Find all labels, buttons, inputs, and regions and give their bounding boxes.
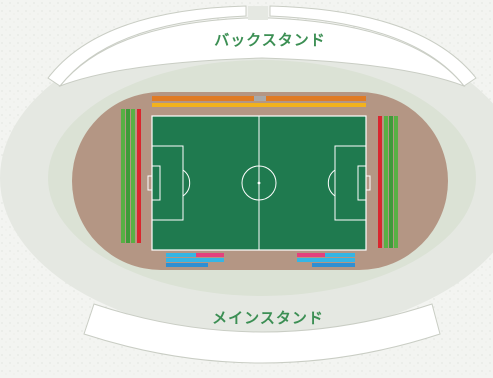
left-seat-green-2[interactable] bbox=[126, 109, 130, 243]
main-seat-pink-left[interactable] bbox=[196, 253, 224, 257]
right-seat-green-2[interactable] bbox=[389, 116, 393, 248]
left-seat-green-1[interactable] bbox=[121, 109, 125, 243]
back-seat-orange-right[interactable] bbox=[266, 96, 366, 101]
back-stand-left[interactable] bbox=[47, 5, 247, 87]
main-seat-blue-left[interactable] bbox=[166, 263, 208, 267]
back-stand-label: バックスタンド bbox=[214, 31, 326, 49]
main-stand-label: メインスタンド bbox=[212, 309, 324, 327]
left-seat-green-3[interactable] bbox=[131, 109, 135, 243]
back-stand[interactable] bbox=[58, 17, 466, 88]
left-penalty-arc bbox=[182, 169, 191, 197]
right-seat-green-3[interactable] bbox=[394, 116, 398, 248]
back-stand-gap bbox=[248, 6, 268, 20]
right-seat-red[interactable] bbox=[378, 116, 382, 248]
main-seat-cyan-left-1[interactable] bbox=[166, 253, 196, 257]
back-seat-gray[interactable] bbox=[254, 96, 266, 101]
main-seat-cyan-left-2[interactable] bbox=[166, 258, 224, 262]
right-seat-green-1[interactable] bbox=[384, 116, 388, 248]
main-seat-pink-right[interactable] bbox=[297, 253, 325, 257]
center-circle bbox=[241, 165, 277, 201]
main-seat-cyan-right-2[interactable] bbox=[297, 258, 355, 262]
back-stand-right[interactable] bbox=[269, 5, 477, 87]
main-seat-cyan-right-1[interactable] bbox=[325, 253, 355, 257]
back-seat-yellow[interactable] bbox=[152, 103, 366, 107]
main-stand[interactable] bbox=[83, 303, 441, 364]
main-seat-blue-right[interactable] bbox=[312, 263, 355, 267]
left-goal bbox=[147, 175, 153, 191]
left-seat-red[interactable] bbox=[137, 109, 141, 243]
right-goal bbox=[365, 175, 371, 191]
back-seat-orange-left[interactable] bbox=[152, 96, 254, 101]
center-spot bbox=[257, 181, 261, 185]
right-penalty-arc bbox=[327, 169, 336, 197]
